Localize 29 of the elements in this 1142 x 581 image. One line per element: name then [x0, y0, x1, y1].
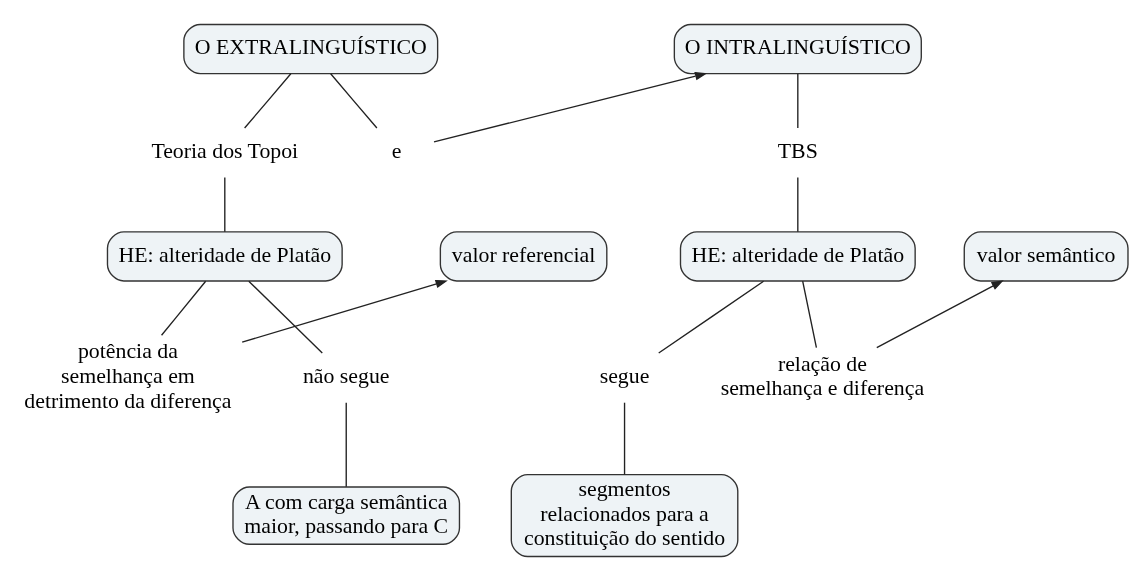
node-text: TBS	[777, 138, 818, 163]
node-box: A com carga semântica maior, passando para C	[232, 486, 461, 545]
node-box: valor semântico	[963, 231, 1129, 282]
connector	[345, 402, 347, 488]
node-text: relação de semelhança e diferença	[720, 351, 925, 401]
connector	[797, 73, 799, 129]
connector	[330, 73, 378, 129]
connector	[224, 176, 226, 233]
connector	[797, 176, 799, 233]
connector	[658, 280, 765, 354]
node-box: segmentos relacionados para a constituição do sentido	[510, 474, 739, 558]
connector	[248, 280, 323, 354]
node-text: segue	[599, 364, 650, 388]
node-box: valor referencial	[439, 231, 608, 282]
arrow	[433, 72, 708, 143]
node-box: HE: alteridade de Platão	[106, 231, 343, 282]
node-text: não segue	[302, 364, 390, 388]
arrow	[241, 279, 448, 343]
node-text: e	[391, 138, 402, 163]
connector	[160, 280, 207, 336]
arrow	[876, 280, 1004, 349]
node-box: HE: alteridade de Platão	[679, 231, 916, 282]
connector	[623, 402, 626, 476]
connector	[243, 73, 292, 129]
connector	[802, 280, 818, 349]
node-text: Teoria dos Topoi	[151, 138, 299, 163]
node-box: O EXTRALINGUÍSTICO	[183, 23, 439, 75]
node-text: potência da semelhança em detrimento da diferença	[24, 339, 232, 413]
node-box: O INTRALINGUÍSTICO	[673, 23, 922, 75]
